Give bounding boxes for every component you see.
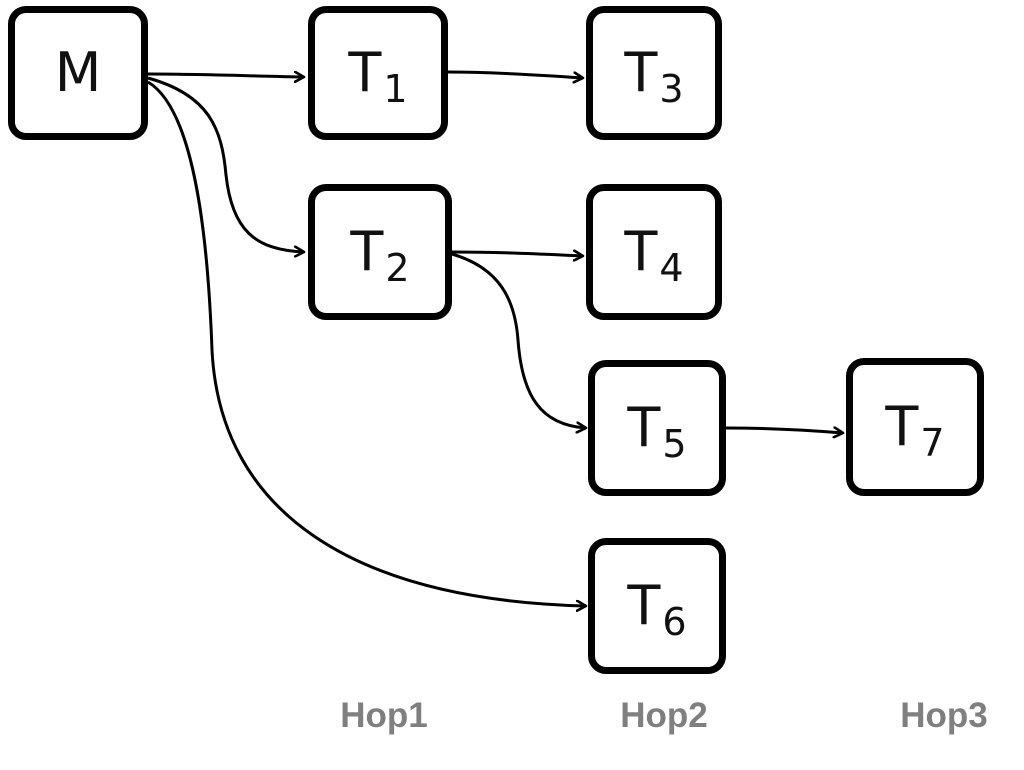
edge-t1-t3 — [447, 70, 583, 78]
node-t6-label: T — [627, 574, 661, 637]
edge-t2-t4 — [451, 252, 583, 256]
node-m-label: M — [54, 41, 102, 104]
hop1-label: Hop1 — [340, 696, 428, 735]
hop2-label: Hop2 — [620, 696, 708, 735]
edge-m-t1 — [147, 74, 304, 77]
node-t3-label: T — [624, 41, 658, 104]
node-t7-subscript: 7 — [920, 421, 945, 465]
hop3-label: Hop3 — [900, 696, 988, 735]
node-t6-subscript: 6 — [662, 600, 687, 644]
edge-m-t2 — [147, 76, 304, 252]
edge-t5-t7 — [725, 428, 843, 433]
node-t1-label: T — [348, 41, 382, 104]
edge-m-t6 — [147, 80, 586, 606]
node-t2-subscript: 2 — [385, 246, 410, 290]
node-t4-label: T — [624, 220, 658, 283]
node-t1-subscript: 1 — [383, 67, 408, 111]
node-t4-subscript: 4 — [659, 246, 684, 290]
node-t3-subscript: 3 — [659, 67, 684, 111]
node-t5-label: T — [627, 396, 661, 459]
edge-t2-t5 — [451, 252, 586, 428]
node-t7-label: T — [885, 395, 919, 458]
node-t5-subscript: 5 — [662, 422, 687, 466]
node-m: M — [8, 6, 148, 140]
node-t2-label: T — [350, 220, 384, 283]
